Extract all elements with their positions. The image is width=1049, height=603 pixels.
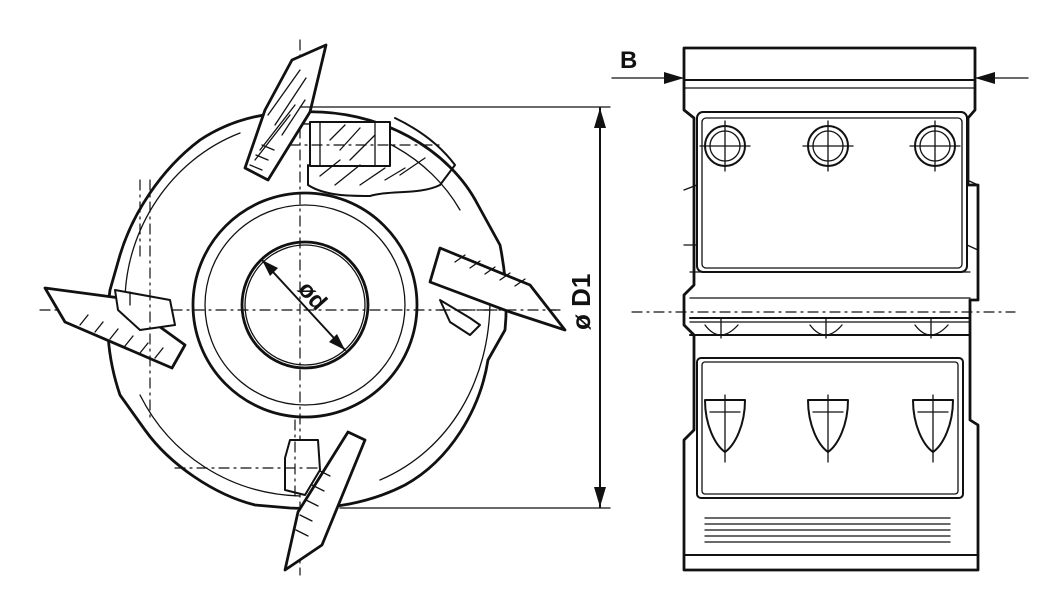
screw-slots-row — [704, 394, 954, 463]
bolt-hole — [909, 120, 961, 172]
bolt-hole — [699, 120, 751, 172]
front-view: ød — [39, 39, 611, 576]
outer-diameter-dimension — [299, 106, 611, 509]
width-dimension — [611, 72, 1029, 84]
screw-slot — [704, 394, 746, 463]
bolt-holes-row — [699, 120, 961, 172]
cutter-body — [106, 110, 508, 510]
knife-right — [428, 246, 567, 336]
width-label: B — [620, 47, 637, 74]
bore-inner-circle — [244, 244, 366, 366]
bore-circle — [240, 240, 370, 370]
knife-top — [243, 43, 328, 182]
hub-ring — [191, 191, 419, 419]
bore-dimension — [261, 259, 346, 351]
clamp-top — [289, 121, 441, 186]
knife-left — [43, 179, 187, 421]
bolt-hole — [802, 120, 854, 172]
bottom-hatching — [683, 517, 979, 556]
middle-band — [689, 271, 971, 339]
screw-slot — [807, 394, 849, 463]
side-view: B — [611, 46, 1029, 572]
screw-slot — [912, 394, 954, 463]
lower-knife-plate — [696, 357, 964, 499]
knife-bottom — [174, 419, 367, 572]
upper-knife-plate — [683, 111, 979, 273]
outer-diameter-label: ø D1 — [566, 274, 596, 330]
hub-inner-ring — [204, 204, 406, 406]
